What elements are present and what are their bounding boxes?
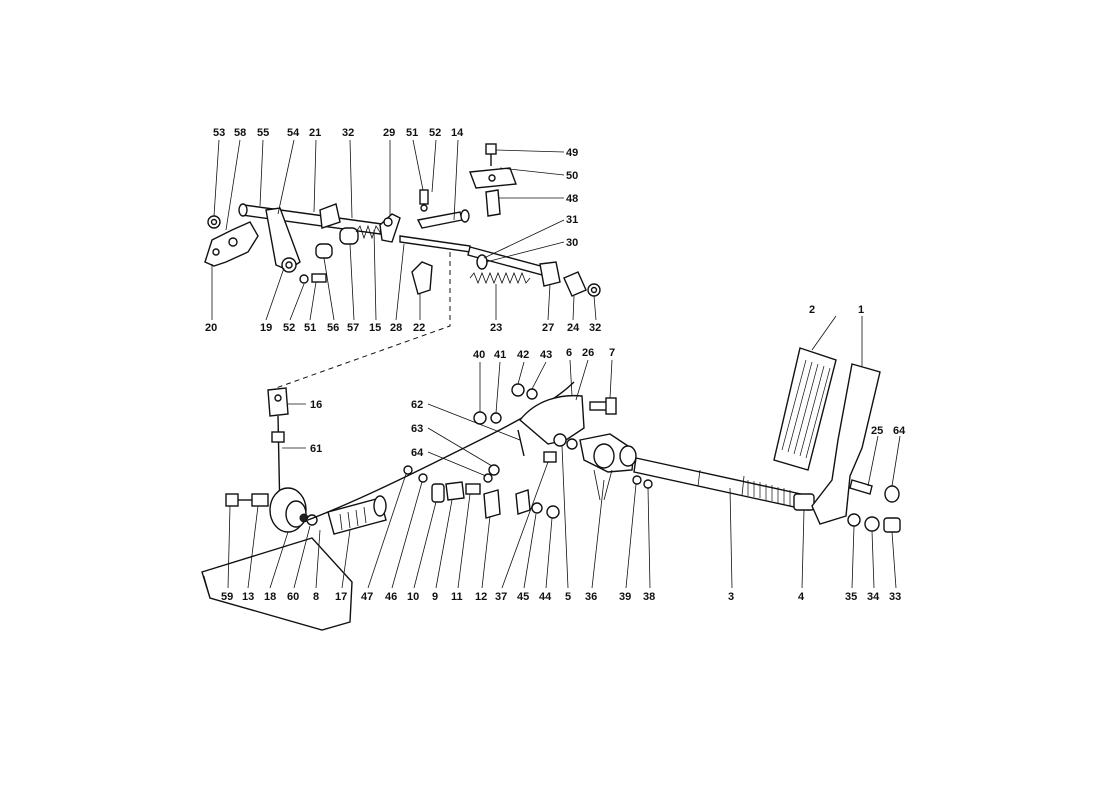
part-label: 17 — [335, 591, 347, 603]
part-label: 9 — [432, 591, 438, 603]
link-rod — [399, 235, 471, 253]
part-label: 50 — [566, 170, 578, 182]
part-label: 27 — [542, 322, 554, 334]
part-label: 45 — [517, 591, 529, 603]
part-label: 21 — [309, 127, 321, 139]
part-label: 36 — [585, 591, 597, 603]
part-label: 1 — [858, 304, 864, 316]
part-label: 33 — [889, 591, 901, 603]
part-label: 34 — [867, 591, 880, 603]
part-label: 30 — [566, 237, 578, 249]
part-label: 25 — [871, 425, 883, 437]
part-label: 11 — [451, 591, 463, 603]
part-label: 23 — [490, 322, 502, 334]
leader-lines — [211, 139, 901, 589]
part-label: 15 — [369, 322, 381, 334]
part-label: 64 — [893, 425, 906, 437]
part-label: 63 — [411, 423, 423, 435]
part-label: 7 — [609, 347, 615, 359]
bushing — [339, 227, 359, 245]
part-label: 14 — [451, 127, 464, 139]
part-number-labels: 53 58 55 54 21 32 29 51 52 14 49 50 48 3… — [205, 127, 906, 603]
part-label: 18 — [264, 591, 276, 603]
part-label: 29 — [383, 127, 395, 139]
part-label: 48 — [566, 193, 578, 205]
part-label: 39 — [619, 591, 631, 603]
part-label: 24 — [567, 322, 580, 334]
part-label: 61 — [310, 443, 322, 455]
part-label: 52 — [283, 322, 295, 334]
part-label: 5 — [565, 591, 571, 603]
pedal-shaft — [633, 457, 811, 511]
part-label: 59 — [221, 591, 233, 603]
part-label: 43 — [540, 349, 552, 361]
part-label: 64 — [411, 447, 424, 459]
cable-pulley-assembly — [201, 381, 637, 631]
part-label: 35 — [845, 591, 857, 603]
part-label: 37 — [495, 591, 507, 603]
part-label: 10 — [407, 591, 419, 603]
part-label: 8 — [313, 591, 319, 603]
part-label: 19 — [260, 322, 272, 334]
part-label: 42 — [517, 349, 529, 361]
part-label: 51 — [406, 127, 418, 139]
part-label: 26 — [582, 347, 594, 359]
part-label: 55 — [257, 127, 269, 139]
part-label: 32 — [589, 322, 601, 334]
part-label: 3 — [728, 591, 734, 603]
pedal-arm — [811, 363, 881, 525]
part-label: 40 — [473, 349, 485, 361]
part-label: 38 — [643, 591, 655, 603]
part-label: 57 — [347, 322, 359, 334]
part-label: 4 — [798, 591, 805, 603]
part-label: 49 — [566, 147, 578, 159]
pedal-pad — [773, 347, 837, 471]
part-label: 12 — [475, 591, 487, 603]
part-label: 6 — [566, 347, 572, 359]
part-label: 56 — [327, 322, 339, 334]
part-label: 52 — [429, 127, 441, 139]
part-label: 32 — [342, 127, 354, 139]
part-label: 28 — [390, 322, 402, 334]
part-label: 54 — [287, 127, 300, 139]
part-label: 20 — [205, 322, 217, 334]
part-label: 44 — [539, 591, 552, 603]
part-label: 58 — [234, 127, 246, 139]
part-label: 60 — [287, 591, 299, 603]
part-label: 51 — [304, 322, 316, 334]
pedal-assembly — [632, 347, 901, 533]
part-label: 13 — [242, 591, 254, 603]
part-label: 47 — [361, 591, 373, 603]
connection-dash-line — [275, 252, 451, 389]
cable-sector — [519, 394, 585, 445]
part-label: 22 — [413, 322, 425, 334]
floor-plate — [201, 537, 353, 631]
part-label: 46 — [385, 591, 397, 603]
part-label: 53 — [213, 127, 225, 139]
part-label: 31 — [566, 214, 578, 226]
return-spring — [469, 271, 531, 285]
part-label: 62 — [411, 399, 423, 411]
part-label: 16 — [310, 399, 322, 411]
part-label: 2 — [809, 304, 815, 316]
part-label: 41 — [494, 349, 506, 361]
upper-linkage-assembly — [204, 143, 601, 297]
